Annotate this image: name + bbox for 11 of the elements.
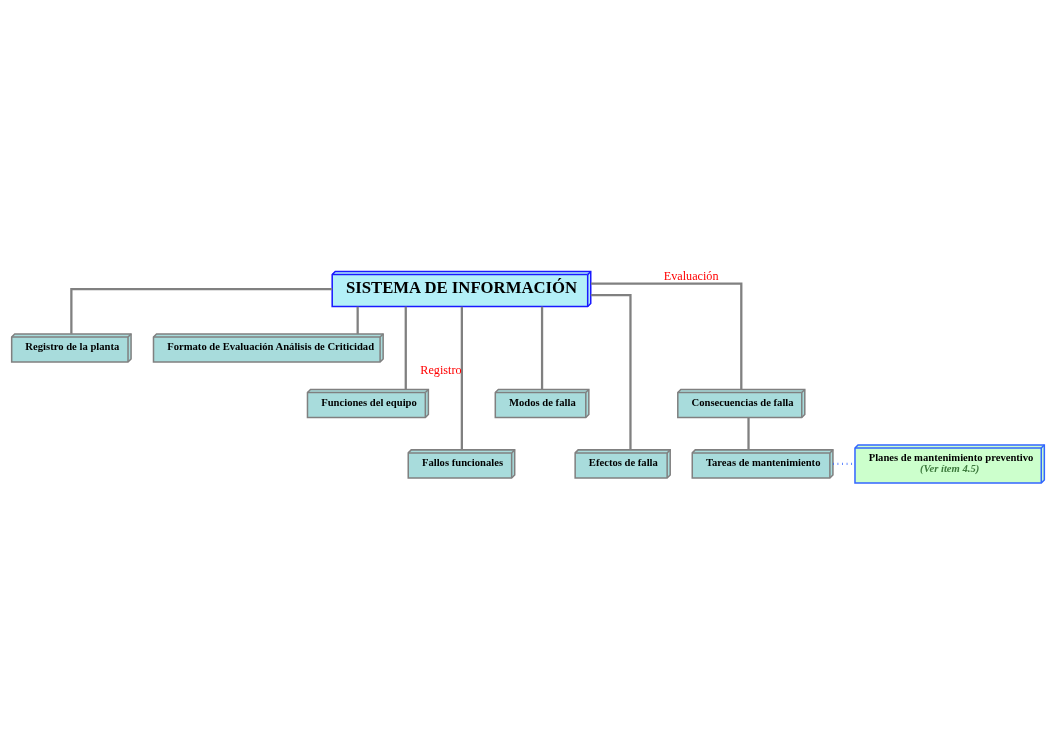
connector [540, 306, 544, 390]
edge-label: Registro [420, 363, 462, 378]
connector [356, 306, 359, 334]
connector [590, 294, 632, 450]
connector [833, 462, 855, 466]
connector [460, 306, 463, 450]
connector [590, 282, 743, 390]
edge-label: Evaluación [663, 268, 719, 283]
connector [70, 287, 333, 334]
connector [404, 306, 407, 390]
connector [747, 417, 750, 450]
